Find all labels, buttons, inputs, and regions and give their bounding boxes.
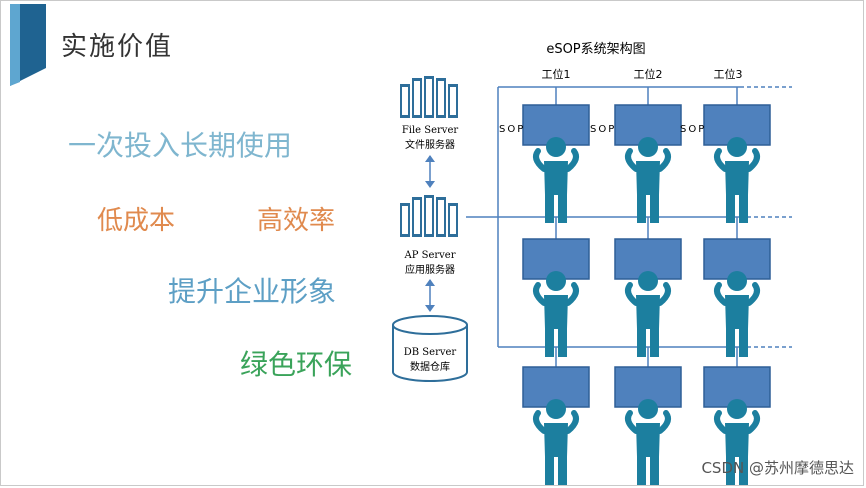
- benefit-low-cost: 低成本: [97, 206, 176, 236]
- workstation-r2-c2: [615, 239, 681, 357]
- db-server-label: 数据仓库: [410, 360, 450, 373]
- db-server-icon: [392, 315, 468, 382]
- workstation-r3-c2: [615, 367, 681, 485]
- file-server-label: 文件服务器: [405, 138, 455, 151]
- ap-server-name: AP Server: [403, 250, 455, 261]
- benefit-one-time: 一次投入长期使用: [68, 129, 293, 162]
- diagram-title: eSOP系统架构图: [546, 42, 645, 57]
- sop-label-3: SOP: [680, 124, 706, 135]
- file-server-name: File Server: [402, 125, 459, 136]
- workstation-r3-c1: [523, 367, 589, 485]
- page-title: 实施价值: [61, 32, 174, 62]
- station-label-3: 工位3: [714, 67, 743, 81]
- benefit-high-efficiency: 高效率: [257, 206, 336, 236]
- benefit-green: 绿色环保: [240, 348, 353, 381]
- sop-label-1: SOP: [499, 124, 525, 135]
- workstation-r1-c3: [704, 105, 770, 223]
- station-label-2: 工位2: [634, 67, 663, 81]
- sop-label-2: SOP: [590, 124, 616, 135]
- db-server-name: DB Server: [404, 347, 457, 358]
- workstation-r1-c2: [615, 105, 681, 223]
- station-label-1: 工位1: [542, 67, 571, 81]
- benefit-image: 提升企业形象: [168, 275, 337, 308]
- file-server-icon: [400, 76, 458, 118]
- ap-server-label: 应用服务器: [405, 263, 455, 276]
- watermark: CSDN @苏州摩德思达: [701, 459, 854, 477]
- ap-server-icon: [400, 195, 458, 237]
- title-accent-bar: [10, 4, 46, 86]
- workstation-r2-c1: [523, 239, 589, 357]
- workstation-r2-c3: [704, 239, 770, 357]
- workstation-r1-c1: [523, 105, 589, 223]
